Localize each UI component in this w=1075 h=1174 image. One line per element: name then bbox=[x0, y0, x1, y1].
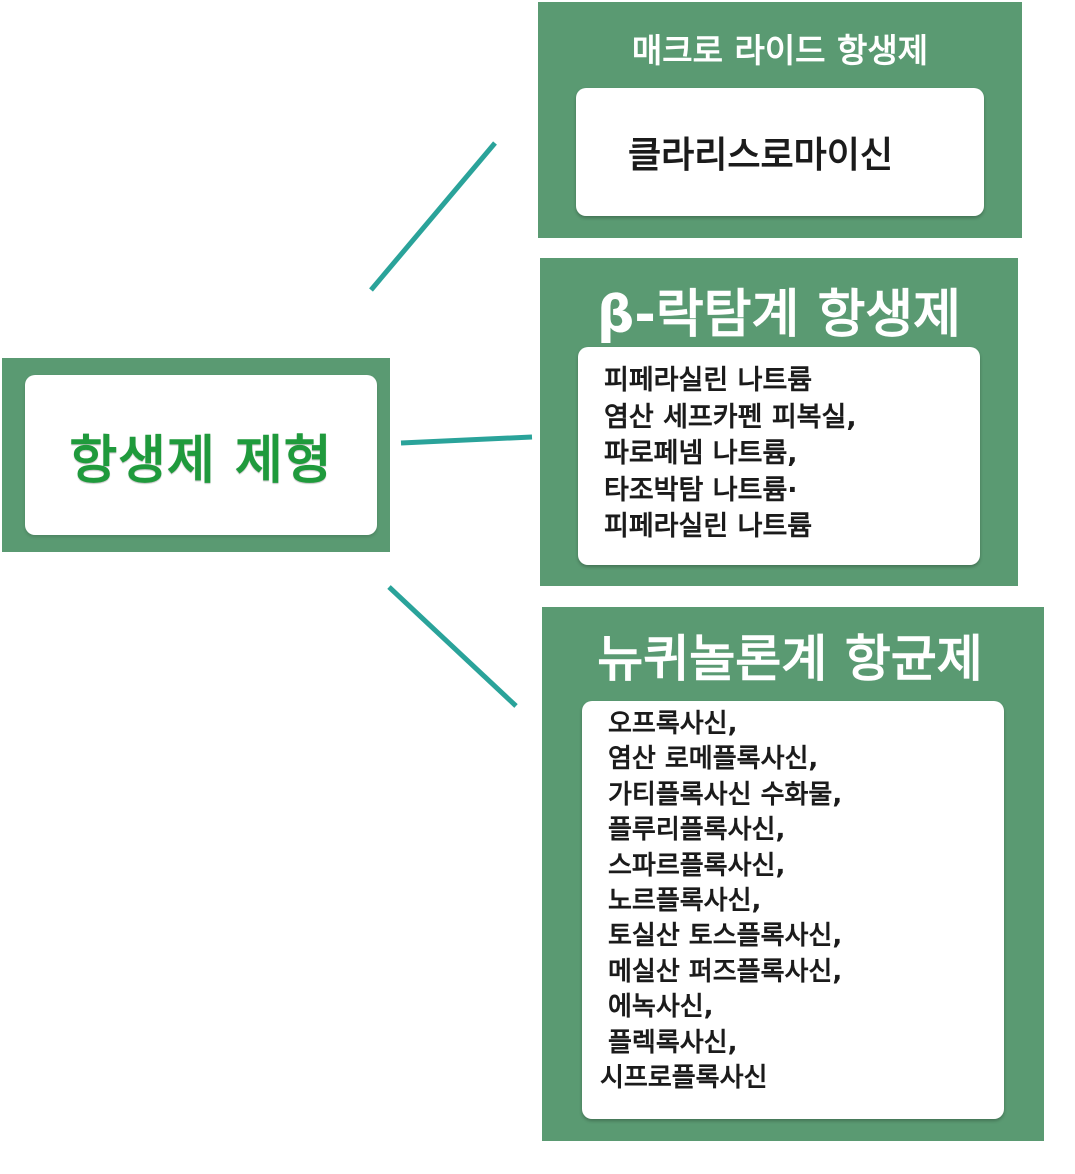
drug-item: 염산 세프카펜 피복실, bbox=[604, 401, 857, 433]
drug-item: 스파르플록사신, bbox=[608, 850, 786, 881]
drug-item: 노르플록사신, bbox=[608, 886, 762, 917]
branch-content: 클라리스로마이신 bbox=[576, 88, 984, 216]
drug-item: 플루리플록사신, bbox=[608, 815, 786, 846]
connector-to-macrolide bbox=[369, 141, 497, 292]
root-node-inner: 항생제 제형 bbox=[25, 375, 377, 535]
drug-item: 클라리스로마이신 bbox=[628, 135, 893, 176]
branch-title: 매크로 라이드 항생제 bbox=[631, 31, 929, 70]
drug-item: 오프록사신, bbox=[608, 709, 738, 739]
root-node: 항생제 제형 bbox=[2, 358, 390, 552]
branch-macrolide: 매크로 라이드 항생제 클라리스로마이신 bbox=[538, 2, 1022, 238]
drug-list: 오프록사신, 염산 로메플록사신, 가티플록사신 수화물, 플루리플록사신, 스… bbox=[600, 707, 1004, 1096]
drug-item: 타조박탐 나트륨· bbox=[604, 474, 798, 506]
drug-item: 토실산 토스플록사신, bbox=[608, 921, 843, 952]
branch-title: 뉴퀴놀론계 항균제 bbox=[597, 630, 983, 688]
branch-beta-lactam: β-락탐계 항생제 피페라실린 나트륨 염산 세프카펜 피복실, 파로페넴 나트… bbox=[540, 258, 1018, 586]
drug-item: 피페라실린 나트륨 bbox=[604, 365, 813, 396]
root-title: 항생제 제형 bbox=[69, 430, 333, 491]
branch-new-quinolone: 뉴퀴놀론계 항균제 오프록사신, 염산 로메플록사신, 가티플록사신 수화물, … bbox=[542, 607, 1044, 1141]
connector-to-beta-lactam bbox=[400, 434, 533, 446]
drug-item: 가티플록사신 수화물, bbox=[608, 779, 843, 810]
branch-content: 피페라실린 나트륨 염산 세프카펜 피복실, 파로페넴 나트륨, 타조박탐 나트… bbox=[578, 347, 980, 565]
connector-to-quinolone bbox=[387, 585, 518, 708]
branch-content: 오프록사신, 염산 로메플록사신, 가티플록사신 수화물, 플루리플록사신, 스… bbox=[582, 701, 1004, 1119]
drug-item: 염산 로메플록사신, bbox=[608, 744, 819, 775]
branch-title: β-락탐계 항생제 bbox=[597, 285, 961, 345]
drug-item: 플렉록사신, bbox=[608, 1027, 738, 1058]
drug-item: 피페라실린 나트륨 bbox=[604, 511, 813, 542]
drug-item: 파로페넴 나트륨, bbox=[604, 438, 798, 469]
drug-list: 피페라실린 나트륨 염산 세프카펜 피복실, 파로페넴 나트륨, 타조박탐 나트… bbox=[604, 363, 980, 546]
drug-item: 에녹사신, bbox=[608, 992, 714, 1023]
drug-item: 메실산 퍼즈플록사신, bbox=[608, 956, 843, 987]
drug-item: 시프로플록사신 bbox=[600, 1063, 768, 1094]
